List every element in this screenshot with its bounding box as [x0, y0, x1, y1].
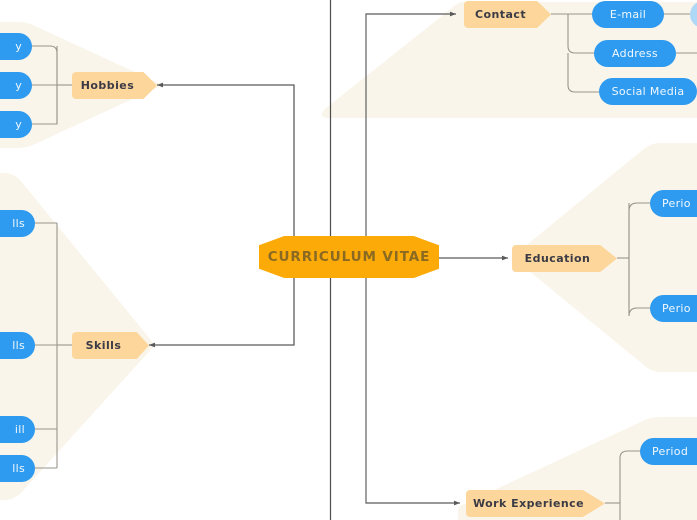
leaf-node-contact-email[interactable]: E-mail — [592, 1, 664, 28]
branch-node-education[interactable]: Education — [512, 245, 617, 272]
branch-node-work-experience[interactable]: Work Experience — [466, 490, 605, 517]
leaf-node-skill-1[interactable]: lls — [0, 210, 35, 237]
branch-node-skills[interactable]: Skills — [72, 332, 149, 359]
leaf-node-contact-email-child[interactable] — [690, 1, 697, 28]
branch-node-contact[interactable]: Contact — [464, 1, 551, 28]
leaf-node-education-period-1[interactable]: Perio — [650, 190, 697, 217]
leaf-node-contact-social-media[interactable]: Social Media — [599, 78, 697, 105]
subconnector-hobbies-spine2 — [32, 46, 58, 125]
leaf-node-skill-3[interactable]: ill — [0, 416, 35, 443]
subconnector-hobbies-spine — [32, 45, 58, 124]
leaf-node-hobby-3[interactable]: y — [0, 111, 32, 138]
subconnector-edu-spine — [628, 202, 650, 317]
connector-center-contact — [365, 11, 456, 242]
subconnector-contact-spine — [567, 14, 594, 54]
leaf-node-education-period-2[interactable]: Perio — [650, 295, 697, 322]
leaf-node-skill-2[interactable]: lls — [0, 332, 35, 359]
subconnector-skills-spine — [50, 222, 58, 468]
leaf-node-work-period-1[interactable]: Period — [640, 438, 697, 465]
subconnector-work-spine — [619, 450, 640, 520]
connector-center-hobbies — [157, 82, 295, 258]
connector-center-work — [365, 276, 460, 506]
leaf-node-hobby-1[interactable]: y — [0, 33, 32, 60]
branch-node-hobbies[interactable]: Hobbies — [72, 72, 157, 99]
leaf-node-hobby-2[interactable]: y — [0, 72, 32, 99]
center-node-curriculum-vitae[interactable]: CURRICULUM VITAE — [259, 236, 439, 278]
leaf-node-contact-address[interactable]: Address — [594, 40, 676, 67]
leaf-node-skill-4[interactable]: lls — [0, 455, 35, 482]
